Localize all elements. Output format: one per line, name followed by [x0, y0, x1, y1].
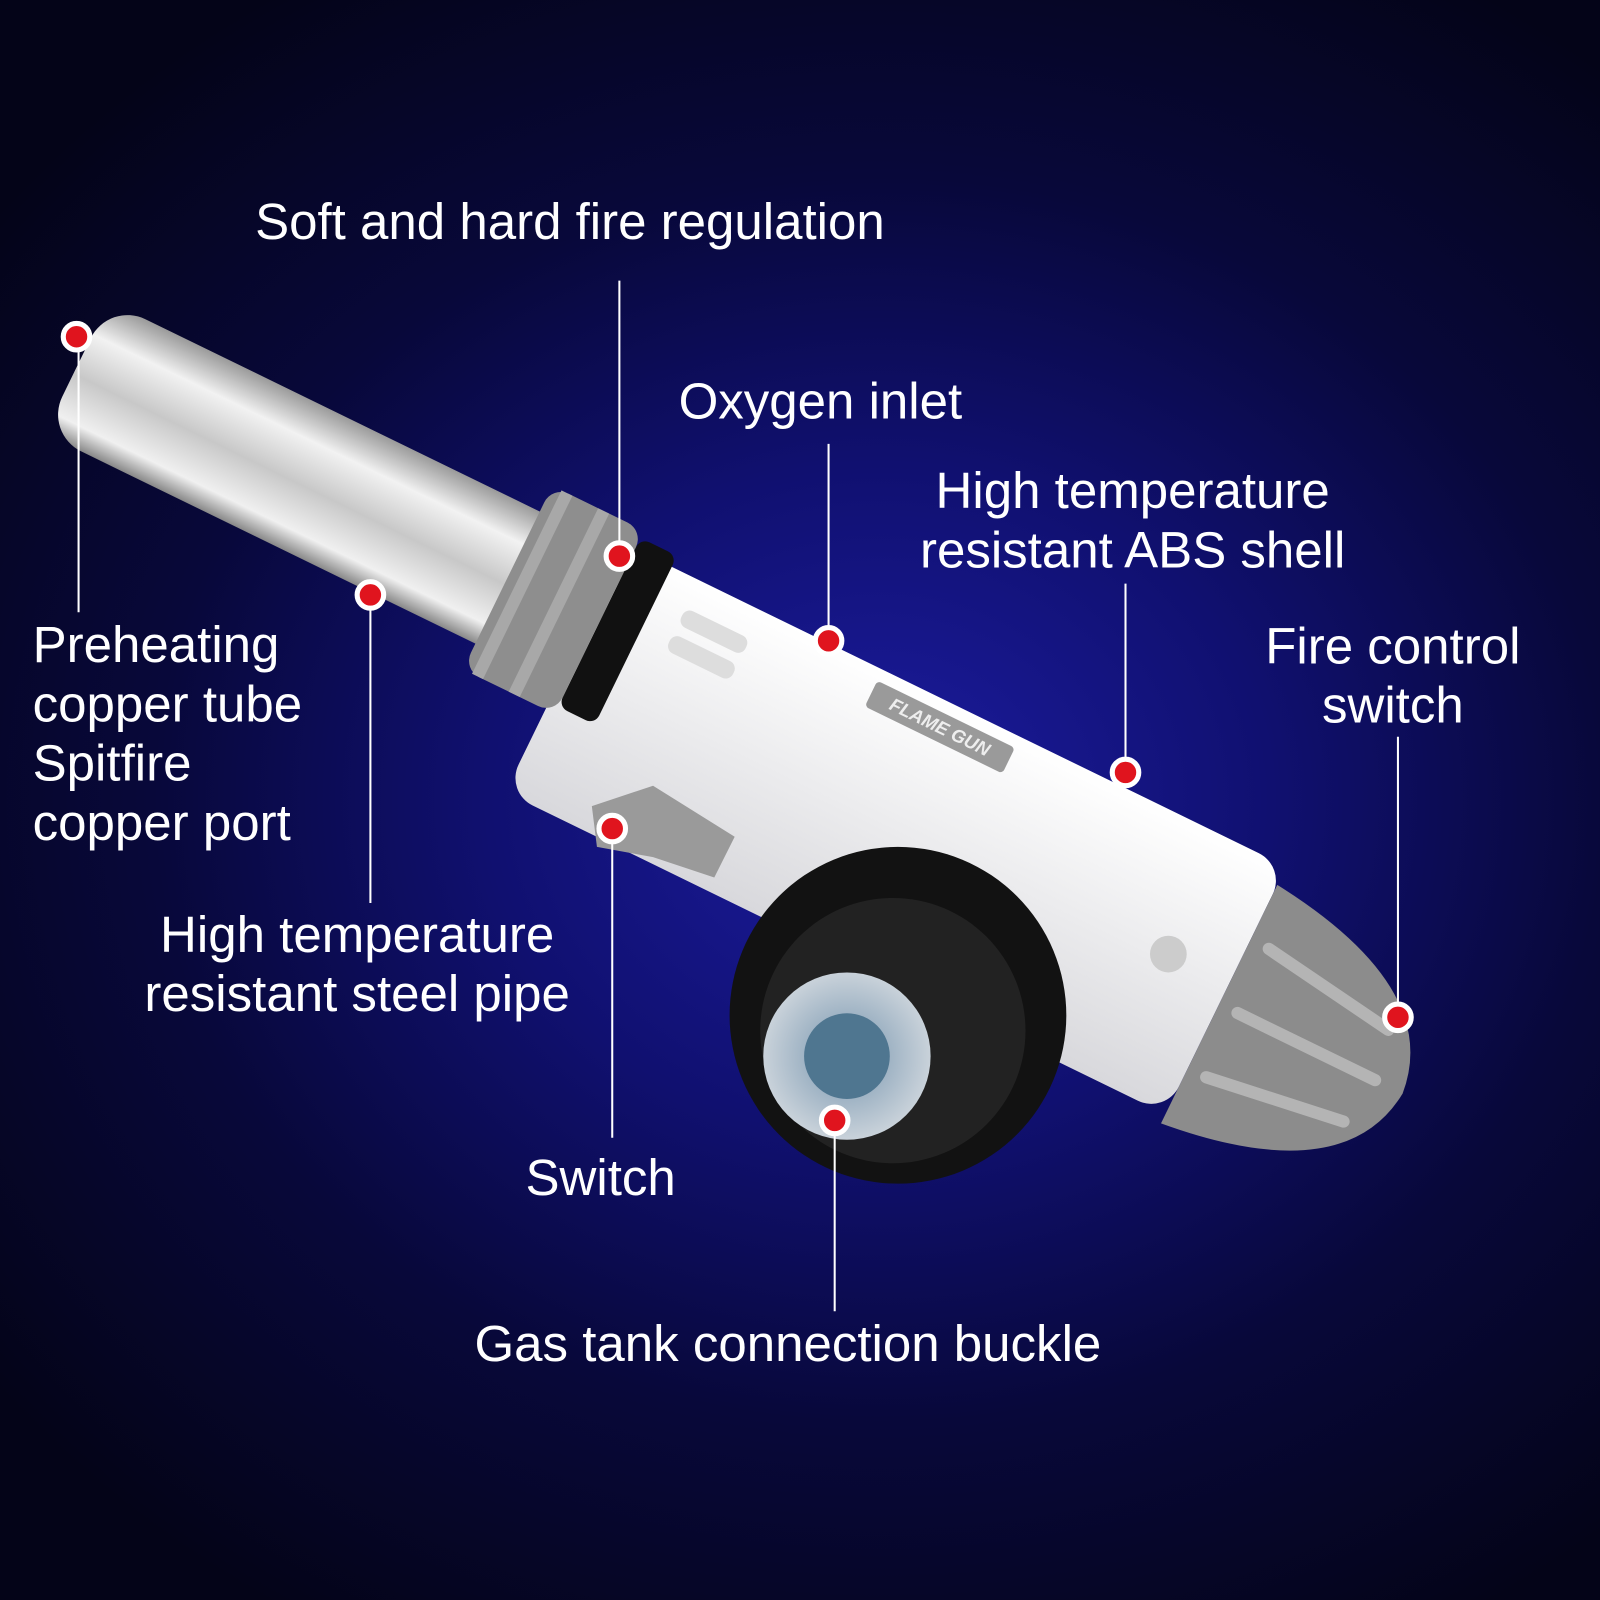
label-fire-control: Fire control switch	[1235, 616, 1551, 734]
label-fire-control-line2: switch	[1321, 676, 1464, 734]
dot-oxygen-inlet	[812, 624, 845, 657]
dot-switch	[596, 812, 629, 845]
steel-pipe	[58, 315, 609, 671]
marker-dots	[60, 320, 1414, 1137]
label-oxygen-inlet: Oxygen inlet	[678, 372, 963, 430]
label-switch: Switch	[525, 1148, 676, 1207]
label-preheating-line2: copper tube	[32, 675, 303, 733]
dot-preheating	[60, 320, 93, 353]
label-steel-pipe-line1: High temperature	[160, 906, 555, 964]
label-abs-shell: High temperature resistant ABS shell	[878, 461, 1388, 579]
leader-lines	[77, 280, 1399, 1312]
dot-fire-regulation	[603, 540, 636, 572]
label-abs-shell-line2: resistant ABS shell	[919, 521, 1346, 579]
abs-shell	[515, 554, 1276, 1104]
label-gas-buckle: Gas tank connection buckle	[474, 1315, 1102, 1373]
dot-abs-shell	[1109, 756, 1142, 789]
label-abs-shell-line1: High temperature	[935, 462, 1330, 520]
switch-lever	[591, 785, 735, 878]
label-preheating-line1: Preheating	[32, 616, 280, 674]
label-fire-regulation: Soft and hard fire regulation	[255, 192, 885, 250]
label-fire-control-line1: Fire control	[1265, 617, 1521, 675]
label-preheating-line3: Spitfire	[32, 734, 192, 792]
dot-steel-pipe	[354, 579, 387, 611]
label-steel-pipe: High temperature resistant steel pipe	[102, 905, 612, 1023]
label-preheating-line4: copper port	[32, 793, 291, 852]
regulation-ring	[469, 492, 638, 708]
dot-fire-control	[1382, 1001, 1414, 1034]
dot-gas-buckle	[818, 1104, 851, 1137]
label-steel-pipe-line2: resistant steel pipe	[144, 965, 570, 1023]
oxygen-inlet-slot	[680, 610, 748, 653]
label-preheating: Preheating copper tube Spitfire copper p…	[33, 615, 302, 852]
